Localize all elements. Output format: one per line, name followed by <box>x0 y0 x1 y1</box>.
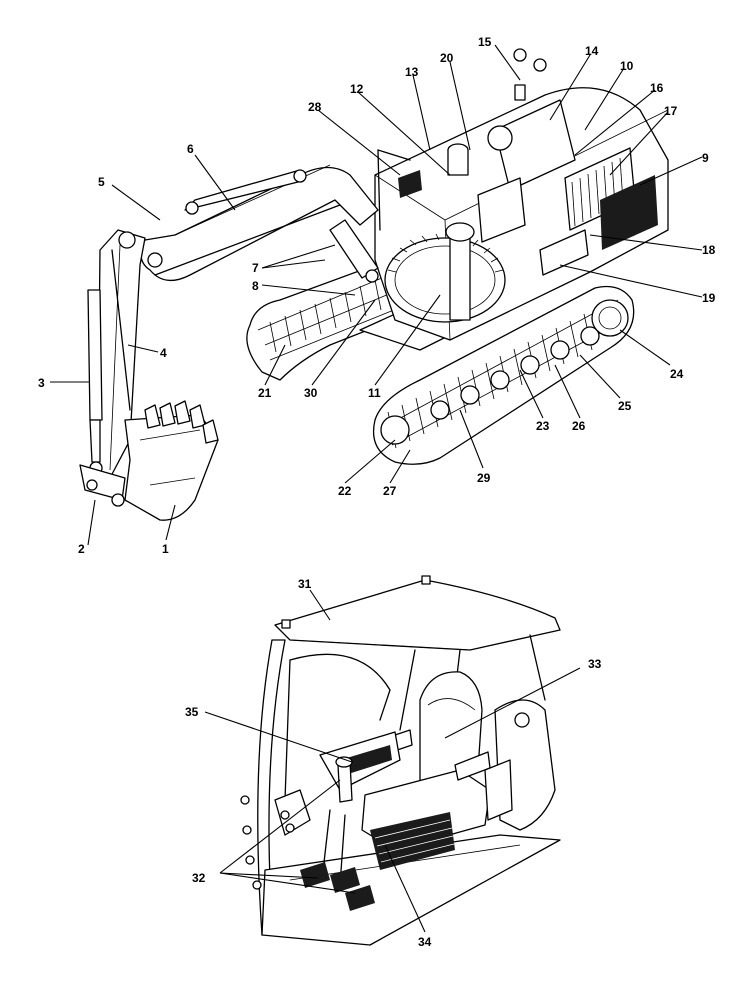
callout-35: 35 <box>185 705 199 719</box>
callout-17: 17 <box>664 104 678 118</box>
callout-11: 11 <box>368 386 381 400</box>
leader-31 <box>309 589 331 621</box>
callout-19: 19 <box>702 291 716 305</box>
callout-30: 30 <box>304 386 318 400</box>
callout-9: 9 <box>702 151 709 165</box>
leader-7b <box>261 259 326 269</box>
leader-23 <box>519 369 544 419</box>
leader-12 <box>357 91 451 176</box>
leader-8 <box>261 284 356 296</box>
leader-19 <box>559 264 703 298</box>
callout-32: 32 <box>192 871 206 885</box>
leader-35 <box>204 711 353 763</box>
bucket-cylinder <box>87 289 103 475</box>
leader-24 <box>619 329 671 366</box>
leader-15 <box>494 44 521 81</box>
callout-2: 2 <box>78 542 85 556</box>
callout-6: 6 <box>187 142 194 156</box>
leader-33 <box>444 667 581 739</box>
leader-27 <box>389 449 411 484</box>
callout-21: 21 <box>258 386 272 400</box>
callout-8: 8 <box>252 279 259 293</box>
leader-30 <box>311 299 376 386</box>
front-track <box>372 285 635 465</box>
callout-13: 13 <box>405 65 419 79</box>
arm-cylinder <box>184 169 307 215</box>
leader-21 <box>264 344 286 386</box>
leader-34 <box>384 844 426 933</box>
callout-10: 10 <box>620 59 634 73</box>
leader-10 <box>584 67 625 131</box>
leader-29 <box>459 409 484 469</box>
leader-2 <box>87 499 96 546</box>
callout-15: 15 <box>478 35 492 49</box>
callout-28: 28 <box>308 100 322 114</box>
callout-26: 26 <box>572 419 586 433</box>
leader-5 <box>111 184 161 221</box>
callout-34: 34 <box>418 935 432 949</box>
callout-12: 12 <box>350 82 364 96</box>
callout-16: 16 <box>650 81 664 95</box>
callout-5: 5 <box>98 175 105 189</box>
callout-14: 14 <box>585 44 599 58</box>
bucket <box>124 400 219 521</box>
leader-26 <box>554 364 581 419</box>
leader-13 <box>412 74 431 151</box>
cab-illustration <box>240 575 561 946</box>
callout-4: 4 <box>160 346 167 360</box>
callout-27: 27 <box>383 484 397 498</box>
leader-6 <box>194 154 236 211</box>
callout-20: 20 <box>440 51 454 65</box>
leader-25 <box>579 354 621 399</box>
leader-17 <box>609 111 669 176</box>
leader-32c <box>219 872 356 894</box>
callout-25: 25 <box>618 399 632 413</box>
swing-bearing <box>384 222 506 323</box>
leader-32a <box>219 779 341 874</box>
leader-11 <box>374 294 441 386</box>
callout-18: 18 <box>702 243 716 257</box>
leader-32b <box>219 872 319 879</box>
leader-16 <box>574 89 656 156</box>
callout-7: 7 <box>252 261 259 275</box>
leader-1 <box>165 504 176 541</box>
excavator-illustration <box>79 48 669 521</box>
callout-1: 1 <box>162 542 169 556</box>
leader-14 <box>549 54 591 121</box>
callout-29: 29 <box>477 471 491 485</box>
leader-20 <box>449 61 471 151</box>
leader-lines <box>50 44 703 933</box>
boom-cylinder <box>329 219 379 283</box>
callout-3: 3 <box>38 376 45 390</box>
leader-9 <box>639 156 703 186</box>
leader-18 <box>589 234 703 251</box>
leader-7a <box>261 244 336 269</box>
leader-4 <box>127 344 159 353</box>
callout-24: 24 <box>670 367 684 381</box>
callout-23: 23 <box>536 419 550 433</box>
callout-33: 33 <box>588 657 602 671</box>
callout-labels: 1 2 3 4 5 6 7 8 9 10 11 12 13 14 15 16 1… <box>38 35 716 949</box>
callout-22: 22 <box>338 484 352 498</box>
leader-28 <box>317 109 401 176</box>
leader-22 <box>344 439 396 484</box>
callout-31: 31 <box>298 577 312 591</box>
